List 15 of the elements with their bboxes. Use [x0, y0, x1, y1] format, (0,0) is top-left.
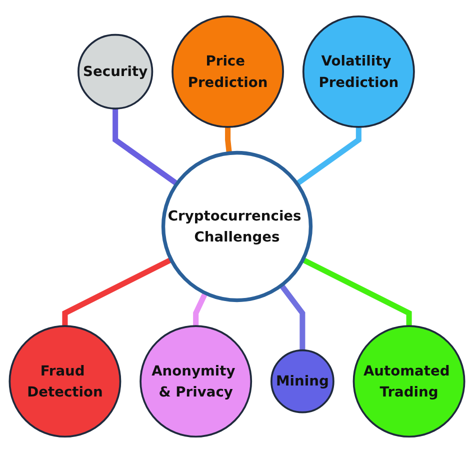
connector [193, 291, 208, 326]
node-circle: Fraud Detection [8, 324, 122, 438]
node-circle: Security [78, 33, 154, 109]
connector [225, 126, 232, 153]
node-circle: Automated Trading [352, 324, 466, 438]
connector [279, 283, 306, 350]
node-circle: Volatility Prediction [302, 14, 415, 128]
node-circle: Price Prediction [172, 14, 284, 128]
node-circle: Anonymity & Privacy [140, 324, 252, 438]
connector [112, 108, 179, 186]
connector [62, 256, 172, 326]
node-circle: Mining [270, 348, 334, 413]
node-circle: Cryptocurrencies Challenges [161, 150, 313, 302]
connector [295, 126, 362, 186]
connector [302, 256, 412, 326]
